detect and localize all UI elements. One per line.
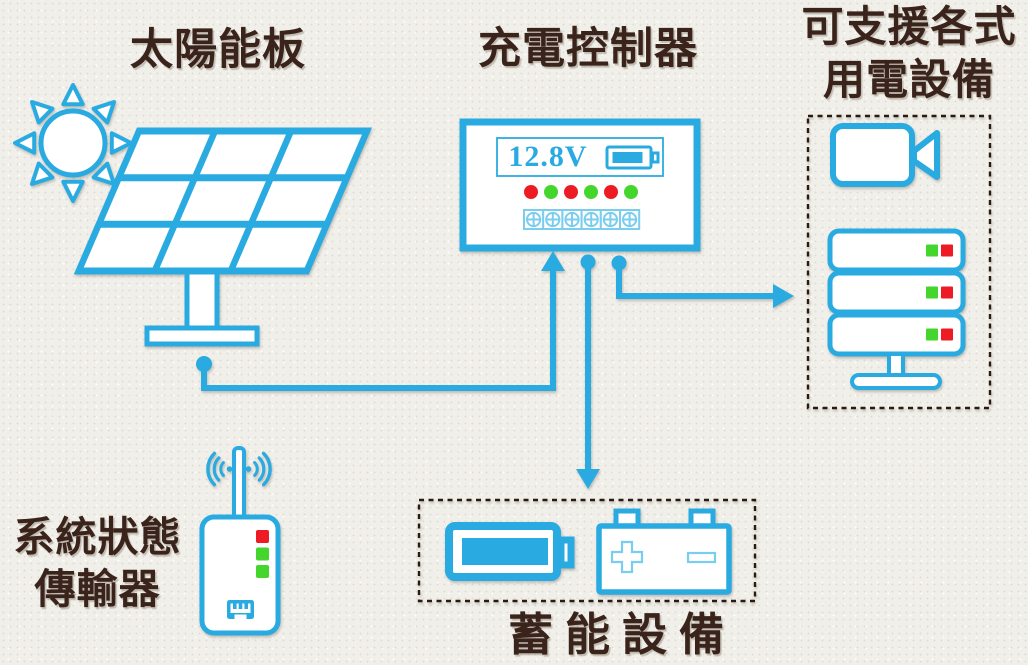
- charge-controller-label: 充電控制器: [478, 26, 698, 73]
- status-leds: [524, 185, 638, 199]
- video-camera-icon: [830, 123, 940, 187]
- wire-panel-to-controller: [196, 251, 565, 391]
- devices-label: 可支援各式 用電設備: [801, 5, 1017, 104]
- wire-controller-to-storage: [576, 254, 600, 489]
- transmitter-body: [199, 514, 281, 636]
- terminal-block: [523, 209, 641, 230]
- server-post: [887, 352, 905, 377]
- devices-dashed-box: [806, 114, 992, 410]
- led: [564, 185, 578, 199]
- server-led: [926, 286, 938, 299]
- led: [604, 185, 618, 199]
- arrow-up-icon: [541, 251, 565, 271]
- led: [544, 185, 558, 199]
- server-led: [941, 286, 953, 299]
- arrow-right-icon: [773, 284, 794, 308]
- server-base: [850, 373, 942, 390]
- antenna-icon: [232, 446, 246, 524]
- charge-controller-icon: [459, 118, 701, 252]
- signal-waves-icon: [206, 451, 272, 487]
- server-led: [941, 244, 953, 257]
- minus-icon: [686, 551, 717, 564]
- server-led: [926, 244, 938, 257]
- sun-icon: [13, 83, 133, 203]
- server-led: [941, 328, 953, 341]
- arrow-down-icon: [576, 469, 600, 489]
- transmitter-icon: [199, 446, 281, 636]
- server-led: [926, 328, 938, 341]
- panel-post: [184, 269, 220, 331]
- transmitter-led: [256, 547, 269, 561]
- led: [524, 185, 538, 199]
- panel-base: [144, 325, 260, 347]
- car-battery-icon: [596, 508, 732, 595]
- transmitter-led: [256, 565, 269, 578]
- solar-panel-icon: [73, 127, 373, 347]
- transmitter-led: [256, 530, 269, 543]
- led: [584, 185, 598, 199]
- plus-icon: [610, 540, 644, 574]
- transmitter-label: 系統狀態 傳輸器: [13, 514, 182, 612]
- devices-group: [806, 114, 992, 410]
- storage-label: 蓄能設備: [508, 610, 737, 660]
- voltage-value: 12.8V: [508, 140, 588, 173]
- battery-icon: [445, 522, 575, 581]
- ethernet-port-icon: [227, 600, 254, 619]
- led: [624, 185, 638, 199]
- server-rack-icon: [827, 228, 966, 390]
- storage-group: [417, 498, 757, 603]
- solar-panel-label: 太陽能板: [130, 27, 306, 74]
- wire-controller-to-devices: [611, 255, 794, 308]
- battery-level-icon: [605, 145, 660, 170]
